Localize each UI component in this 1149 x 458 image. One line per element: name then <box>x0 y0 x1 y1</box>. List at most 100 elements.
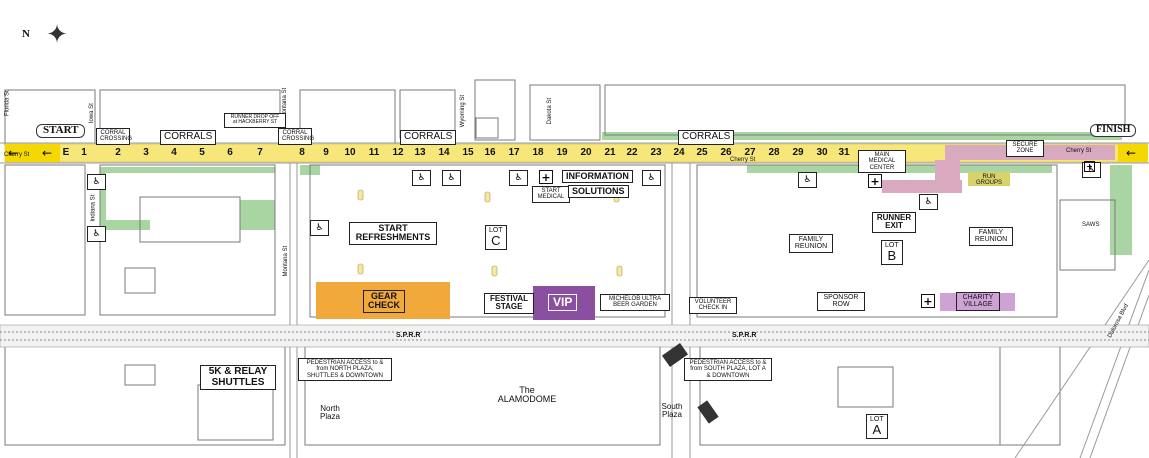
corral-number: 9 <box>323 147 329 158</box>
street-label-dakota: Dakota St <box>547 97 554 125</box>
lot-a-top: LOT <box>870 416 884 423</box>
street-label-wyoming: Wyoming St <box>460 95 466 128</box>
restroom-icon: ♿ <box>642 170 661 186</box>
corral-number: 23 <box>650 147 662 158</box>
ped-access-north-label: PEDESTRIAN ACCESS to & from NORTH PLAZA,… <box>298 358 392 381</box>
restroom-icon: ♿ <box>87 174 106 190</box>
street-label-cherry-mid: Cherry St <box>730 157 756 163</box>
corral-crossing-label-2: CORRAL CROSSING <box>278 128 314 145</box>
michelob-label: MICHELOB ULTRA BEER GARDEN <box>600 294 670 311</box>
family-reunion-2-label: FAMILY REUNION <box>969 227 1013 246</box>
corral-number: 26 <box>720 147 732 158</box>
sponsor-row-label: SPONSOR ROW <box>817 292 865 311</box>
lot-b-letter: B <box>887 248 897 264</box>
compass-rose-icon: ✦ <box>46 20 68 50</box>
restroom-icon: ♿ <box>798 172 817 188</box>
shuttles-label: 5K & RELAY SHUTTLES <box>200 365 276 390</box>
railroad <box>0 324 1149 348</box>
compass-north-label: N <box>22 28 30 40</box>
corral-number: 3 <box>143 147 149 158</box>
corral-number: 31 <box>838 147 850 158</box>
corral-number: 11 <box>368 147 380 158</box>
north-plaza-label: North Plaza <box>319 404 340 422</box>
corral-number: 10 <box>344 147 356 158</box>
gear-check-label: GEAR CHECK <box>363 290 405 313</box>
medical-cross-icon: + <box>921 294 935 308</box>
street-label-florida: Florida St <box>4 90 11 116</box>
saws-label: SAWS <box>1082 222 1100 228</box>
corral-number: 25 <box>696 147 708 158</box>
solutions-label: SOLUTIONS <box>568 185 629 199</box>
street-label-cherry: Cherry St <box>4 152 30 158</box>
corrals-label-right: CORRALS <box>678 130 735 145</box>
restroom-icon: ♿ <box>412 170 431 186</box>
corral-number: 7 <box>257 147 263 158</box>
medical-cross-icon: + <box>539 170 553 184</box>
family-reunion-1-label: FAMILY REUNION <box>789 234 833 253</box>
lot-b-top: LOT <box>885 242 899 249</box>
run-groups-area <box>968 172 1010 186</box>
information-label: INFORMATION <box>562 170 633 184</box>
corral-number: 28 <box>768 147 780 158</box>
alamodome-label: The ALAMODOME <box>497 385 557 405</box>
charity-village-label: CHARITY VILLAGE <box>956 292 1000 311</box>
arrow-left-icon: ← <box>1125 146 1137 160</box>
corral-number: 18 <box>532 147 544 158</box>
corrals-label-left: CORRALS <box>160 130 217 145</box>
arrow-left-icon: ← <box>7 146 19 160</box>
corral-number: 2 <box>115 147 121 158</box>
ramp-structure <box>661 342 719 424</box>
corral-number: 21 <box>604 147 616 158</box>
corrals-label-mid: CORRALS <box>400 130 457 145</box>
corral-number: 4 <box>171 147 177 158</box>
volunteer-check-in-label: VOLUNTEER CHECK IN <box>689 297 737 314</box>
corral-number: 6 <box>227 147 233 158</box>
corral-number: E <box>62 147 70 158</box>
sprr-label-2: S.P.R.R <box>732 332 757 340</box>
start-banner: START <box>36 124 86 138</box>
corral-number: 24 <box>673 147 685 158</box>
corral-number: 30 <box>816 147 828 158</box>
street-label-iowa: Iowa St <box>88 103 95 124</box>
arrow-left-icon: ← <box>41 146 53 160</box>
lot-c-top: LOT <box>489 227 503 234</box>
street-label-montana-lower: Montana St <box>283 245 290 277</box>
medical-cross-icon: + <box>1084 161 1095 172</box>
restroom-icon: ♿ <box>87 226 106 242</box>
street-label-indiana: Indiana St <box>90 194 97 222</box>
lot-a-letter: A <box>872 422 882 438</box>
secure-zone-label: SECURE ZONE <box>1006 140 1044 157</box>
corral-number: 17 <box>508 147 520 158</box>
corral-number: 29 <box>792 147 804 158</box>
corral-number: 1 <box>81 147 87 158</box>
corral-number: 19 <box>556 147 568 158</box>
vip-area <box>533 286 595 320</box>
restroom-icon: ♿ <box>509 170 528 186</box>
main-medical-label: MAIN MEDICAL CENTER <box>858 150 906 173</box>
restroom-icon: ♿ <box>919 194 938 210</box>
street-label-cherry-right: Cherry St <box>1066 148 1092 154</box>
corral-number: 15 <box>462 147 474 158</box>
festival-stage-label: FESTIVAL STAGE <box>484 293 534 314</box>
runner-exit-label: RUNNER EXIT <box>872 212 916 233</box>
restroom-icon: ♿ <box>1082 162 1101 178</box>
vip-label: VIP <box>548 294 578 311</box>
runner-drop-off-label: RUNNER DROP OFF at HACKBERRY ST <box>224 113 286 128</box>
corral-number: 16 <box>484 147 496 158</box>
restroom-icon: ♿ <box>310 220 329 236</box>
sprr-label-1: S.P.R.R <box>396 332 421 340</box>
run-groups-label: RUN GROUPS <box>975 174 1002 187</box>
corral-crossing-label-1: CORRAL CROSSING <box>96 128 132 145</box>
ped-access-south-label: PEDESTRIAN ACCESS to & from SOUTH PLAZA,… <box>684 358 772 381</box>
lot-c-letter: C <box>491 233 501 249</box>
corral-number: 14 <box>438 147 450 158</box>
corral-number: 13 <box>414 147 426 158</box>
corral-number: 5 <box>199 147 205 158</box>
medical-cross-icon: + <box>868 174 882 188</box>
start-medical-label: START MEDICAL <box>532 186 570 203</box>
corral-number: 8 <box>299 147 305 158</box>
corral-number: 20 <box>580 147 592 158</box>
corral-number: 27 <box>744 147 756 158</box>
